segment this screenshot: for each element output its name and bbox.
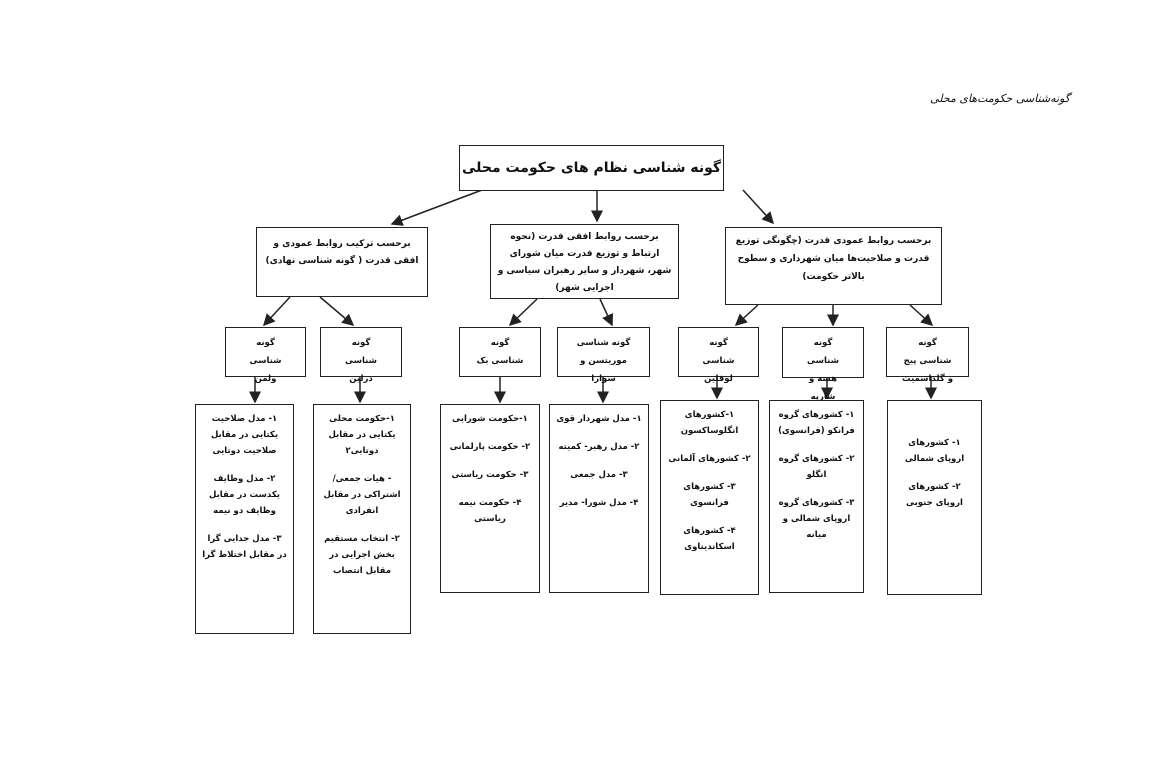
typology-node: گونه شناسی لوفلین: [678, 327, 759, 384]
list-item: ۱- مدل شهردار قوی: [556, 414, 642, 424]
typology-node: گونه شناسی پیج و گلداسمیت: [886, 327, 969, 384]
typology-items: ۱-کشورهای انگلوساکسون ۲- کشورهای آلمانی ۳-…: [660, 400, 759, 595]
list-item: ۱-کشورهای انگلوساکسون: [680, 410, 739, 436]
typology-node: گونه شناسی موریتسن و سوارا: [557, 327, 650, 384]
list-item: ۱- مدل صلاحیت یکتایی در مقابل صلاحیت دوت…: [210, 414, 279, 456]
typology-items: ۱- مدل صلاحیت یکتایی در مقابل صلاحیت دوت…: [195, 404, 294, 634]
category-institutional: برحسب ترکیب روابط عمودی و افقی قدرت ( گو…: [256, 227, 428, 297]
list-item: ۱- کشورهای گروه فرانکو (فرانسوی): [778, 410, 855, 436]
category-horizontal: برحسب روابط افقی قدرت (نحوه ارتباط و توز…: [490, 224, 679, 299]
list-item: ۲- مدل وظایف یکدست در مقابل وظایف دو نیم…: [209, 474, 280, 516]
list-item: ۳- حکومت ریاستی: [451, 470, 529, 480]
list-item: ۴- مدل شورا- مدیر: [559, 498, 639, 508]
list-item: ۲- انتخاب مستقیم بخش اجرایی در مقابل انت…: [324, 534, 400, 576]
typology-node: گونه شناسی هسه و شارپه: [782, 327, 864, 402]
list-item: ۲- کشورهای گروه انگلو: [778, 454, 855, 480]
typology-items: ۱-حکومت محلی یکتایی در مقابل دوتایی۲ - هی…: [313, 404, 411, 634]
list-item: ۳- مدل جدایی گرا در مقابل اختلاط گرا: [202, 534, 287, 560]
list-item: ۴- کشورهای اسکاندیناوی: [683, 526, 736, 552]
list-item: ۲- حکومت پارلمانی: [449, 442, 531, 452]
typology-items: ۱- کشورهای گروه فرانکو (فرانسوی) ۲- کشوره…: [769, 400, 864, 593]
list-item: - هیات جمعی/اشتراکی در مقابل انفرادی: [323, 474, 401, 516]
typology-items: ۱- کشورهای اروپای شمالی ۲- کشورهای اروپای…: [887, 400, 982, 595]
list-item: ۳- کشورهای فرانسوی: [683, 482, 736, 508]
list-item: ۳- کشورهای گروه اروپای شمالی و میانه: [778, 498, 855, 540]
typology-items: ۱- مدل شهردار قوی ۲- مدل رهبر- کمیته ۳- مد…: [549, 404, 649, 593]
figure-caption: گونه‌شناسی حکومت‌های محلی: [930, 92, 1070, 105]
list-item: ۲- کشورهای اروپای جنوبی: [906, 482, 963, 508]
list-item: ۱-حکومت محلی یکتایی در مقابل دوتایی۲: [328, 414, 396, 456]
list-item: ۲- مدل رهبر- کمیته: [558, 442, 640, 452]
list-item: ۳- مدل جمعی: [570, 470, 628, 480]
root-node: گونه شناسی نظام های حکومت محلی: [459, 145, 724, 191]
typology-node: گونه شناسی درلین: [320, 327, 402, 384]
list-item: ۴- حکومت نیمه ریاستی: [458, 498, 522, 524]
typology-node: گونه شناسی بک: [459, 327, 541, 377]
typology-node: گونه شناسی ولمن: [225, 327, 306, 384]
list-item: ۱- کشورهای اروپای شمالی: [904, 438, 965, 464]
list-item: ۲- کشورهای آلمانی: [668, 454, 751, 464]
list-item: ۱-حکومت شورایی: [452, 414, 528, 424]
typology-items: ۱-حکومت شورایی ۲- حکومت پارلمانی ۳- حکومت …: [440, 404, 540, 593]
category-vertical: برحسب روابط عمودی قدرت (چگونگی توزیع قدر…: [725, 227, 942, 305]
